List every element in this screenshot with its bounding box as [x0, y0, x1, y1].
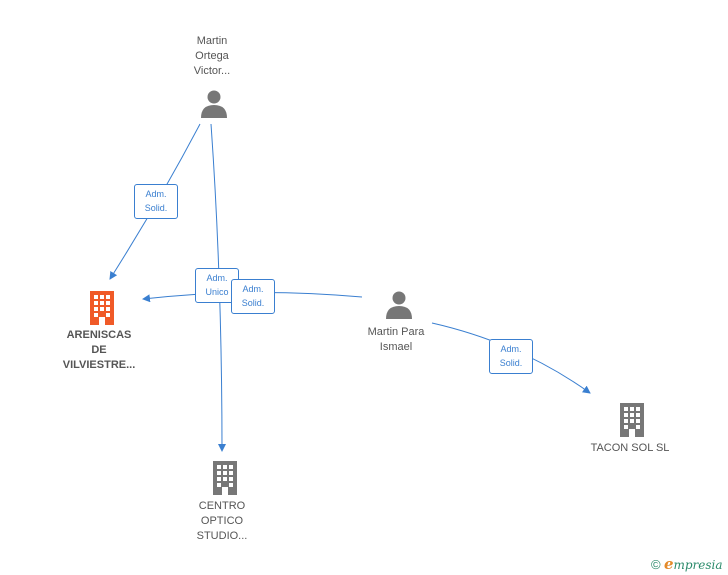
- edge-label-para-areniscas[interactable]: Adm. Solid.: [231, 279, 275, 314]
- node-label: Martin Para Ismael: [367, 326, 425, 353]
- edge-label-para-tacon[interactable]: Adm. Solid.: [489, 339, 533, 374]
- node-tacon-sol[interactable]: TACON SOL SL: [572, 441, 688, 456]
- empresia-logo: empresia: [663, 555, 723, 573]
- node-areniscas[interactable]: ARENISCAS DE VILVIESTRE...: [44, 328, 154, 373]
- person-icon: [386, 291, 412, 319]
- node-centro-optico[interactable]: CENTRO OPTICO STUDIO...: [172, 499, 272, 544]
- node-martin-para[interactable]: Martin Para Ismael: [346, 325, 446, 355]
- building-icon: [213, 461, 237, 495]
- node-label: TACON SOL SL: [590, 442, 670, 454]
- footer-brand: © empresia: [651, 555, 723, 573]
- copyright-icon: ©: [651, 557, 661, 572]
- edge-label-ortega-areniscas[interactable]: Adm. Solid.: [134, 184, 178, 219]
- node-label: CENTRO OPTICO STUDIO...: [196, 500, 248, 542]
- node-martin-ortega[interactable]: Martin Ortega Victor...: [162, 34, 262, 79]
- node-label: ARENISCAS DE VILVIESTRE...: [62, 329, 136, 371]
- node-label: Martin Ortega Victor...: [193, 35, 231, 77]
- building-icon: [620, 403, 644, 437]
- person-icon: [201, 90, 227, 118]
- building-icon: [90, 291, 114, 325]
